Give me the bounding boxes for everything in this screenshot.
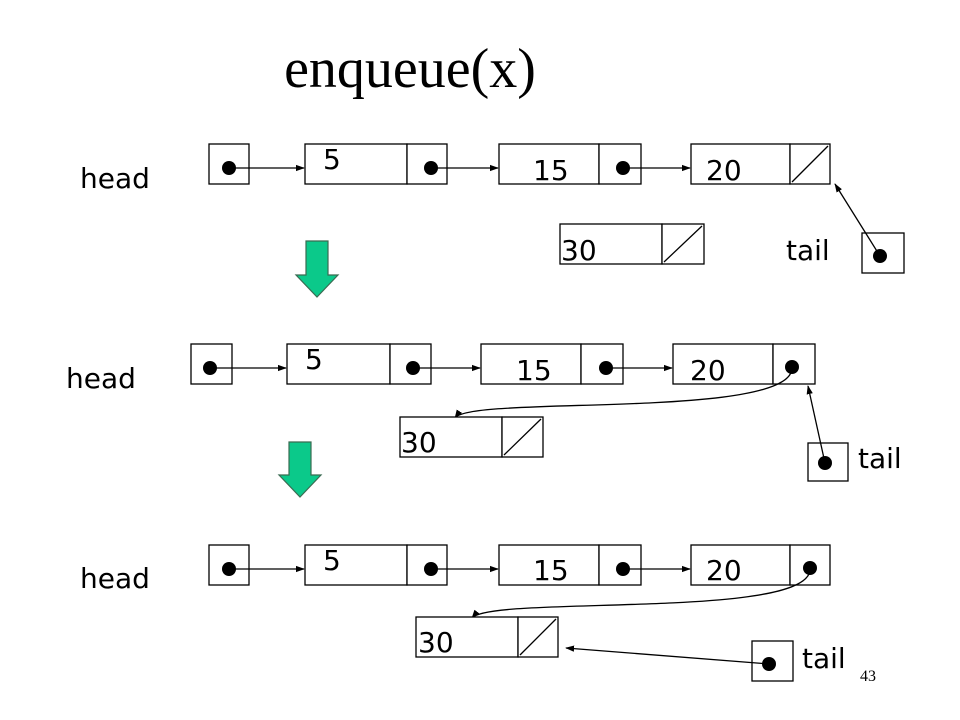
- node-value: 15: [533, 554, 569, 587]
- node-value: 5: [323, 544, 341, 577]
- node-15: 15: [480, 343, 624, 387]
- tail-pointer-box: [751, 640, 794, 682]
- node-5: 5: [304, 143, 448, 185]
- tail-pointer-box: [861, 232, 905, 274]
- tail-arrow: [565, 645, 770, 665]
- node-value: 30: [561, 234, 597, 267]
- node-value: 20: [706, 554, 742, 587]
- tail-pointer-box: [807, 442, 849, 482]
- new-node-30: 30: [559, 223, 705, 267]
- node-20: 20: [672, 343, 816, 387]
- node-5: 5: [304, 544, 448, 586]
- node-value: 5: [305, 343, 323, 376]
- link-to-new-node-arrow: [471, 567, 811, 619]
- null-slash: [503, 418, 542, 456]
- state-3: head 5 15 20 30: [80, 544, 846, 682]
- node-20: 20: [690, 544, 831, 587]
- tail-arrow: [834, 183, 881, 257]
- head-label: head: [80, 162, 150, 195]
- null-slash: [519, 618, 557, 656]
- node-value: 20: [690, 354, 726, 387]
- new-node-30: 30: [399, 416, 544, 459]
- tail-label: tail: [858, 442, 902, 475]
- null-slash: [791, 145, 829, 183]
- head-label: head: [80, 562, 150, 595]
- head-pointer-box: [208, 544, 250, 586]
- state-1: head 5 15 20 30: [80, 143, 905, 274]
- null-slash: [663, 225, 703, 263]
- node-value: 30: [418, 626, 454, 659]
- node-value: 15: [516, 354, 552, 387]
- head-label: head: [66, 362, 136, 395]
- tail-arrow: [806, 385, 826, 464]
- page-number: 43: [860, 668, 876, 685]
- transition-arrow-icon: [294, 240, 340, 298]
- node-value: 20: [706, 154, 742, 187]
- node-15: 15: [498, 143, 642, 187]
- head-pointer-box: [190, 343, 233, 385]
- state-2: head 5 15 20 30: [66, 343, 902, 482]
- head-pointer-box: [208, 143, 250, 185]
- node-value: 5: [323, 143, 341, 176]
- new-node-30: 30: [415, 616, 559, 659]
- node-15: 15: [498, 544, 642, 587]
- node-value: 15: [533, 154, 569, 187]
- transition-arrow-icon: [277, 441, 323, 498]
- node-value: 30: [401, 426, 437, 459]
- tail-label: tail: [786, 234, 830, 267]
- tail-label: tail: [802, 642, 846, 675]
- node-20: 20: [690, 143, 831, 187]
- node-5: 5: [286, 343, 432, 385]
- link-to-new-node-arrow: [454, 366, 793, 419]
- slide-title: enqueue(x): [284, 38, 536, 100]
